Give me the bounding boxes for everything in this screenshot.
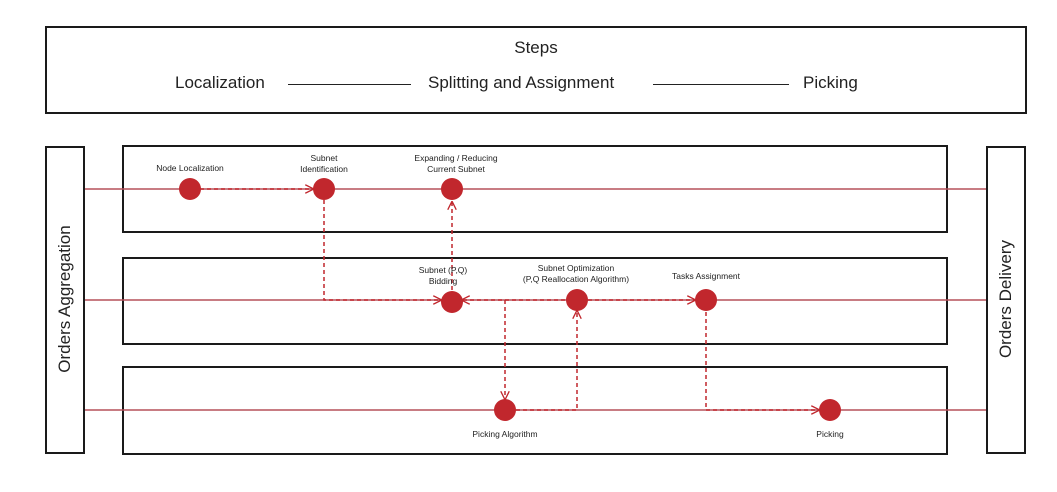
steps-box: Steps Localization Splitting and Assignm… bbox=[45, 26, 1027, 114]
flow-picking-algorithm-to-optimization bbox=[516, 312, 577, 411]
step-connector-2 bbox=[653, 84, 789, 85]
label-subnet-identification-1: Subnet bbox=[311, 153, 339, 163]
node-picking-algorithm bbox=[494, 399, 516, 421]
orders-aggregation-box bbox=[45, 146, 85, 454]
lane-splitting-box bbox=[122, 257, 948, 345]
label-expanding-reducing-1: Expanding / Reducing bbox=[414, 153, 497, 163]
node-subnet-optimization bbox=[566, 289, 588, 311]
flow-tasks-to-picking bbox=[705, 312, 818, 410]
orders-delivery-box bbox=[986, 146, 1026, 454]
node-subnet-bidding bbox=[441, 291, 463, 313]
label-subnet-optimization-2: (P,Q Reallocation Algorithm) bbox=[523, 274, 629, 284]
step-localization: Localization bbox=[175, 73, 265, 92]
flow-identification-to-bidding bbox=[323, 200, 440, 300]
node-picking bbox=[819, 399, 841, 421]
label-picking-algorithm: Picking Algorithm bbox=[472, 429, 537, 439]
label-picking: Picking bbox=[816, 429, 844, 439]
label-node-localization: Node Localization bbox=[156, 163, 224, 173]
label-subnet-optimization-1: Subnet Optimization bbox=[538, 263, 615, 273]
label-subnet-identification-2: Identification bbox=[300, 164, 348, 174]
step-picking: Picking bbox=[803, 73, 858, 92]
steps-title: Steps bbox=[514, 38, 558, 57]
label-tasks-assignment: Tasks Assignment bbox=[672, 271, 741, 281]
label-subnet-bidding-1: Subnet (P,Q) bbox=[419, 265, 468, 275]
label-subnet-bidding-2: Bidding bbox=[429, 276, 458, 286]
step-splitting-assignment: Splitting and Assignment bbox=[428, 73, 615, 92]
node-localization bbox=[179, 178, 201, 200]
node-expanding-reducing bbox=[441, 178, 463, 200]
node-tasks-assignment bbox=[695, 289, 717, 311]
step-connector-1 bbox=[288, 84, 411, 85]
node-subnet-identification bbox=[313, 178, 335, 200]
label-expanding-reducing-2: Current Subnet bbox=[427, 164, 485, 174]
